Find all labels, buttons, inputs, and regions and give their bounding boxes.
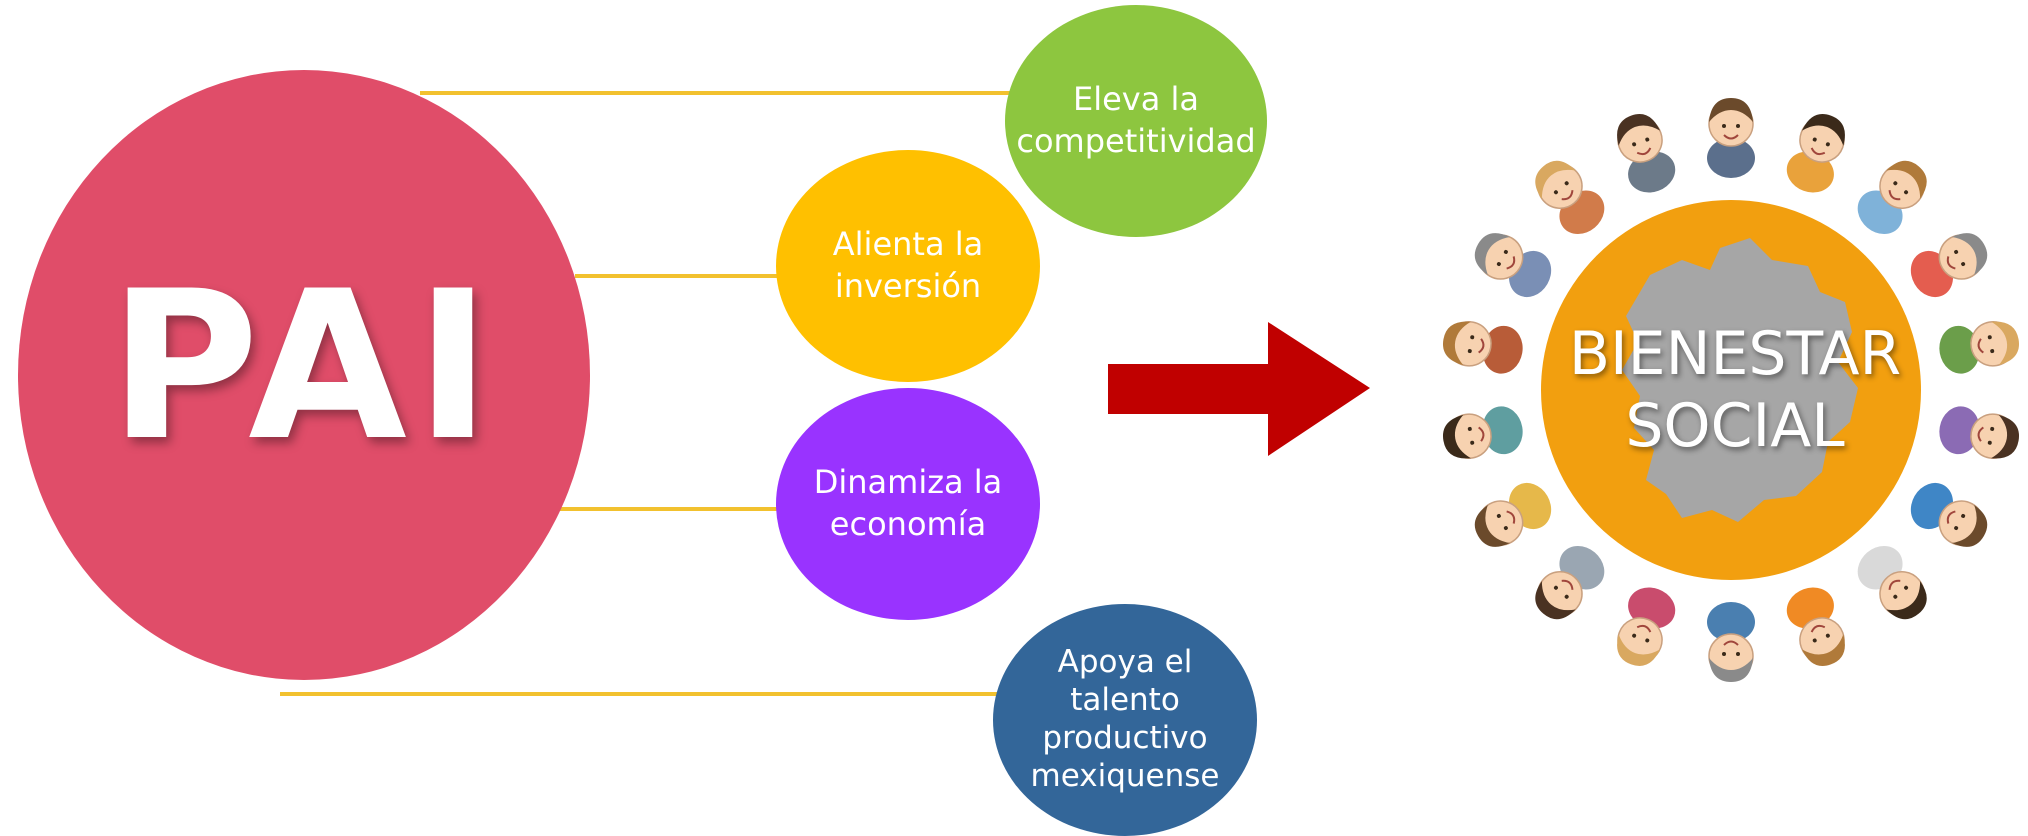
- bienestar-social-label: BIENESTAR SOCIAL: [1568, 319, 1902, 461]
- person-figure: [1857, 545, 1927, 620]
- connector-line-talento: [280, 692, 1000, 696]
- connector-line-inversion: [575, 274, 795, 278]
- person-figure: [1786, 113, 1845, 193]
- person-figure: [1707, 602, 1755, 682]
- benefit-label: Apoya el talento productivo mexiquense: [1030, 644, 1220, 794]
- person-figure: [1442, 321, 1523, 374]
- benefit-label: Alienta la inversión: [832, 225, 984, 305]
- benefit-bubble-inversion: Alienta la inversión: [776, 150, 1040, 382]
- benefit-bubble-competitividad: Eleva la competitividad: [1005, 5, 1267, 237]
- person-figure: [1617, 587, 1676, 667]
- person-figure: [1786, 587, 1845, 667]
- benefit-bubble-economia: Dinamiza la economía: [776, 388, 1040, 620]
- bienestar-social-graphic: [1442, 98, 2020, 682]
- person-figure: [1939, 406, 2020, 459]
- pai-circle: PAI: [18, 70, 590, 680]
- person-figure: [1857, 160, 1927, 235]
- person-figure: [1535, 160, 1605, 235]
- state-map-icon: [1622, 238, 1858, 522]
- people-ring-icon: [1442, 98, 2020, 682]
- connector-line-competitividad: [420, 91, 1040, 95]
- person-figure: [1442, 406, 1523, 459]
- pai-label: PAI: [108, 247, 500, 486]
- connector-line-economia: [560, 507, 800, 511]
- benefit-label: Dinamiza la economía: [813, 463, 1003, 543]
- benefit-label: Eleva la competitividad: [1016, 80, 1256, 160]
- person-figure: [1910, 482, 1988, 547]
- person-figure: [1535, 545, 1605, 620]
- person-figure: [1474, 233, 1552, 298]
- person-figure: [1617, 113, 1676, 193]
- person-figure: [1910, 233, 1988, 298]
- benefit-bubble-talento: Apoya el talento productivo mexiquense: [993, 604, 1257, 836]
- right-arrow-icon: [1108, 322, 1370, 456]
- person-figure: [1939, 321, 2020, 374]
- person-figure: [1474, 482, 1552, 547]
- person-figure: [1707, 98, 1755, 178]
